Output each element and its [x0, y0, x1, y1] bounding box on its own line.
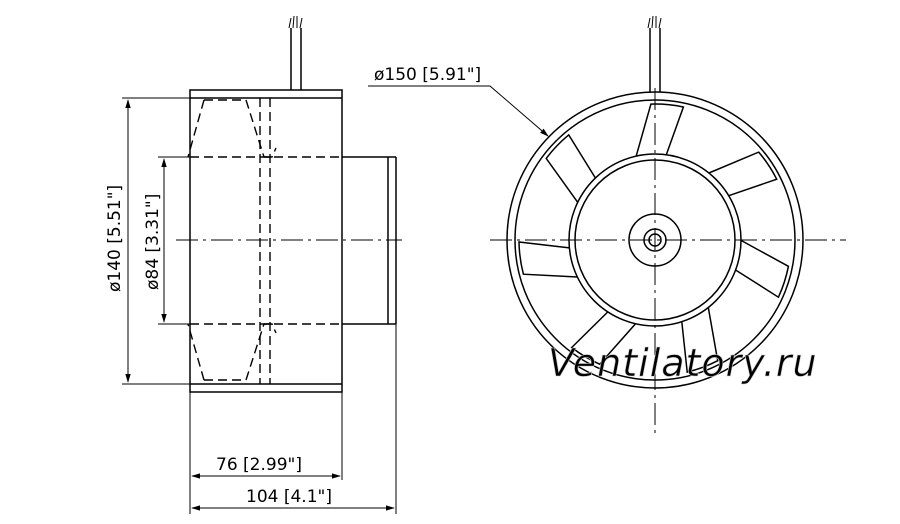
side-view: ø140 [5.51"] ø84 [3.31"] 76 [2.99"] 104 … [105, 15, 402, 514]
watermark-text: Ventilatory.ru [548, 341, 818, 385]
fan-body-outline [189, 89, 343, 393]
side-cable [288, 15, 303, 90]
dim-body-length: 76 [2.99"] [189, 392, 343, 514]
fan-blade [518, 241, 578, 278]
dim-overall-diameter: ø150 [5.91"] [368, 65, 549, 137]
fan-blade [708, 151, 778, 197]
fan-blade [735, 239, 790, 299]
fan-blades [518, 103, 790, 374]
dim-total-length-label: 104 [4.1"] [246, 487, 332, 507]
dim-duct-diameter-label: ø84 [3.31"] [143, 194, 163, 290]
dim-total-length: 104 [4.1"] [191, 324, 397, 514]
fan-blade [635, 103, 685, 157]
hidden-duct-lines [187, 98, 342, 384]
fan-blade [681, 307, 719, 374]
front-cable [647, 15, 662, 92]
dim-body-length-label: 76 [2.99"] [216, 455, 302, 475]
dim-body-diameter-label: ø140 [5.51"] [105, 185, 125, 292]
fan-blade [570, 311, 637, 366]
front-view: ø150 [5.91"] [368, 15, 846, 436]
dim-duct-diameter: ø84 [3.31"] [143, 156, 190, 325]
fan-blade [545, 133, 597, 203]
dim-overall-diameter-label: ø150 [5.91"] [374, 65, 481, 85]
dim-body-diameter: ø140 [5.51"] [105, 97, 190, 385]
